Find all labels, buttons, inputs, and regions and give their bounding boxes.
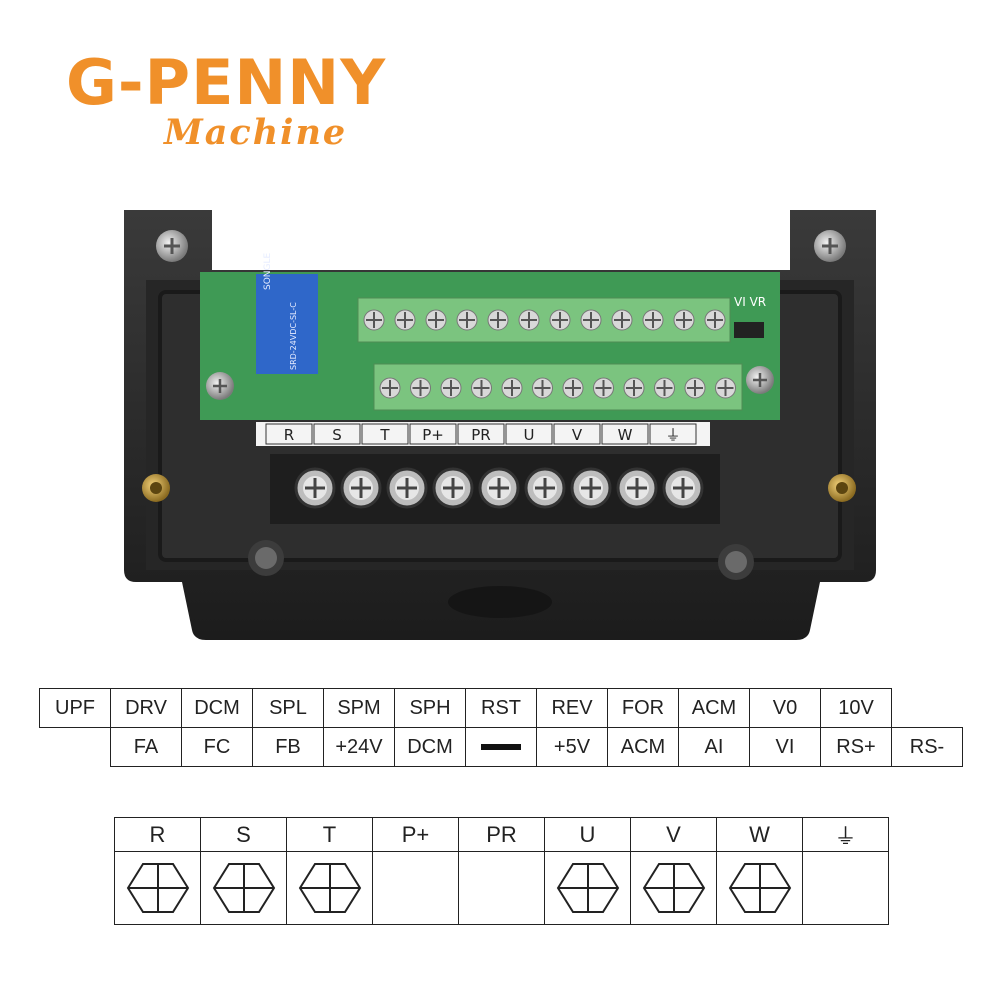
ctrl-bottom-cell: ACM bbox=[607, 727, 679, 767]
screw-terminal-cell bbox=[544, 851, 631, 925]
ctrl-bottom-cell: FB bbox=[252, 727, 324, 767]
brand-name: G-PENNY bbox=[66, 46, 387, 119]
ctrl-bottom-cell: RS- bbox=[891, 727, 963, 767]
svg-text:SRD-24VDC-SL-C: SRD-24VDC-SL-C bbox=[289, 302, 298, 370]
strip-label: V bbox=[572, 426, 583, 444]
power-label-cell: T bbox=[286, 817, 373, 852]
empty-terminal-cell bbox=[372, 851, 459, 925]
empty-terminal-cell bbox=[802, 851, 889, 925]
relay bbox=[256, 274, 318, 374]
power-label-cell: W bbox=[716, 817, 803, 852]
hex-screw-icon bbox=[728, 863, 791, 913]
hex-screw-icon bbox=[212, 863, 275, 913]
ctrl-top-cell: DRV bbox=[110, 688, 182, 728]
ctrl-bottom-cell: FA bbox=[110, 727, 182, 767]
screw-terminal-cell bbox=[114, 851, 201, 925]
product-photo: SONGLE SRD-24VDC-SL-C VI VR R S T P+ PR U V W ⏚ bbox=[124, 210, 876, 640]
upper-terminal-block bbox=[357, 297, 731, 343]
ctrl-bottom-cell: VI bbox=[749, 727, 821, 767]
power-label-cell: S bbox=[200, 817, 287, 852]
ctrl-bottom-cell: DCM bbox=[394, 727, 466, 767]
screw-terminal-cell bbox=[716, 851, 803, 925]
ctrl-top-cell: SPM bbox=[323, 688, 395, 728]
lower-terminal-block bbox=[373, 363, 743, 411]
strip-label: ⏚ bbox=[665, 426, 680, 444]
screw-terminal-cell bbox=[630, 851, 717, 925]
strip-label: T bbox=[379, 426, 390, 444]
empty-terminal-cell bbox=[458, 851, 545, 925]
power-label-cell: P+ bbox=[372, 817, 459, 852]
control-bottom-row: FA FC FB +24V DCM +5V ACM AI VI RS+ RS- bbox=[40, 727, 963, 767]
strip-label: R bbox=[284, 426, 294, 444]
control-terminal-table: UPF DRV DCM SPL SPM SPH RST REV FOR ACM … bbox=[39, 688, 963, 767]
power-label-cell: PR bbox=[458, 817, 545, 852]
svg-text:VI VR: VI VR bbox=[734, 295, 766, 309]
strip-label: S bbox=[332, 426, 342, 444]
ground-label-cell: ⏚ bbox=[802, 817, 889, 852]
brand-logo: G-PENNY Machine bbox=[66, 46, 387, 154]
ctrl-top-cell: REV bbox=[536, 688, 608, 728]
ctrl-top-cell: 10V bbox=[820, 688, 892, 728]
svg-text:SONGLE: SONGLE bbox=[263, 252, 273, 290]
ctrl-empty-cell bbox=[40, 728, 111, 767]
ctrl-top-cell: SPL bbox=[252, 688, 324, 728]
ctrl-bottom-cell: +24V bbox=[323, 727, 395, 767]
ctrl-top-cell: UPF bbox=[39, 688, 111, 728]
hex-screw-icon bbox=[298, 863, 361, 913]
strip-label: P+ bbox=[422, 426, 444, 444]
hex-screw-icon bbox=[642, 863, 705, 913]
power-label-cell: R bbox=[114, 817, 201, 852]
ctrl-top-cell: ACM bbox=[678, 688, 750, 728]
power-terminal-table: R S T P+ PR U V W ⏚ bbox=[114, 817, 889, 925]
power-label-cell: U bbox=[544, 817, 631, 852]
hex-screw-icon bbox=[556, 863, 619, 913]
hex-screw-icon bbox=[126, 863, 189, 913]
ctrl-bottom-cell: FC bbox=[181, 727, 253, 767]
ctrl-bottom-cell: +5V bbox=[536, 727, 608, 767]
ctrl-top-cell: SPH bbox=[394, 688, 466, 728]
strip-label: U bbox=[524, 426, 535, 444]
power-label-row: R S T P+ PR U V W ⏚ bbox=[114, 817, 889, 852]
control-top-row: UPF DRV DCM SPL SPM SPH RST REV FOR ACM … bbox=[39, 688, 963, 728]
ctrl-bottom-cell-bar bbox=[465, 727, 537, 767]
bar-symbol bbox=[481, 744, 521, 751]
power-symbol-row bbox=[114, 851, 889, 925]
strip-label: PR bbox=[471, 426, 490, 444]
screw-terminal-cell bbox=[286, 851, 373, 925]
strip-label: W bbox=[618, 426, 633, 444]
ctrl-empty-cell bbox=[892, 689, 963, 728]
ctrl-top-cell: V0 bbox=[749, 688, 821, 728]
ctrl-top-cell: DCM bbox=[181, 688, 253, 728]
brand-subtitle: Machine bbox=[164, 112, 348, 153]
ctrl-bottom-cell: AI bbox=[678, 727, 750, 767]
ctrl-bottom-cell: RS+ bbox=[820, 727, 892, 767]
power-label-strip bbox=[256, 422, 710, 446]
ctrl-top-cell: RST bbox=[465, 688, 537, 728]
ctrl-top-cell: FOR bbox=[607, 688, 679, 728]
screw-terminal-cell bbox=[200, 851, 287, 925]
power-label-cell: V bbox=[630, 817, 717, 852]
